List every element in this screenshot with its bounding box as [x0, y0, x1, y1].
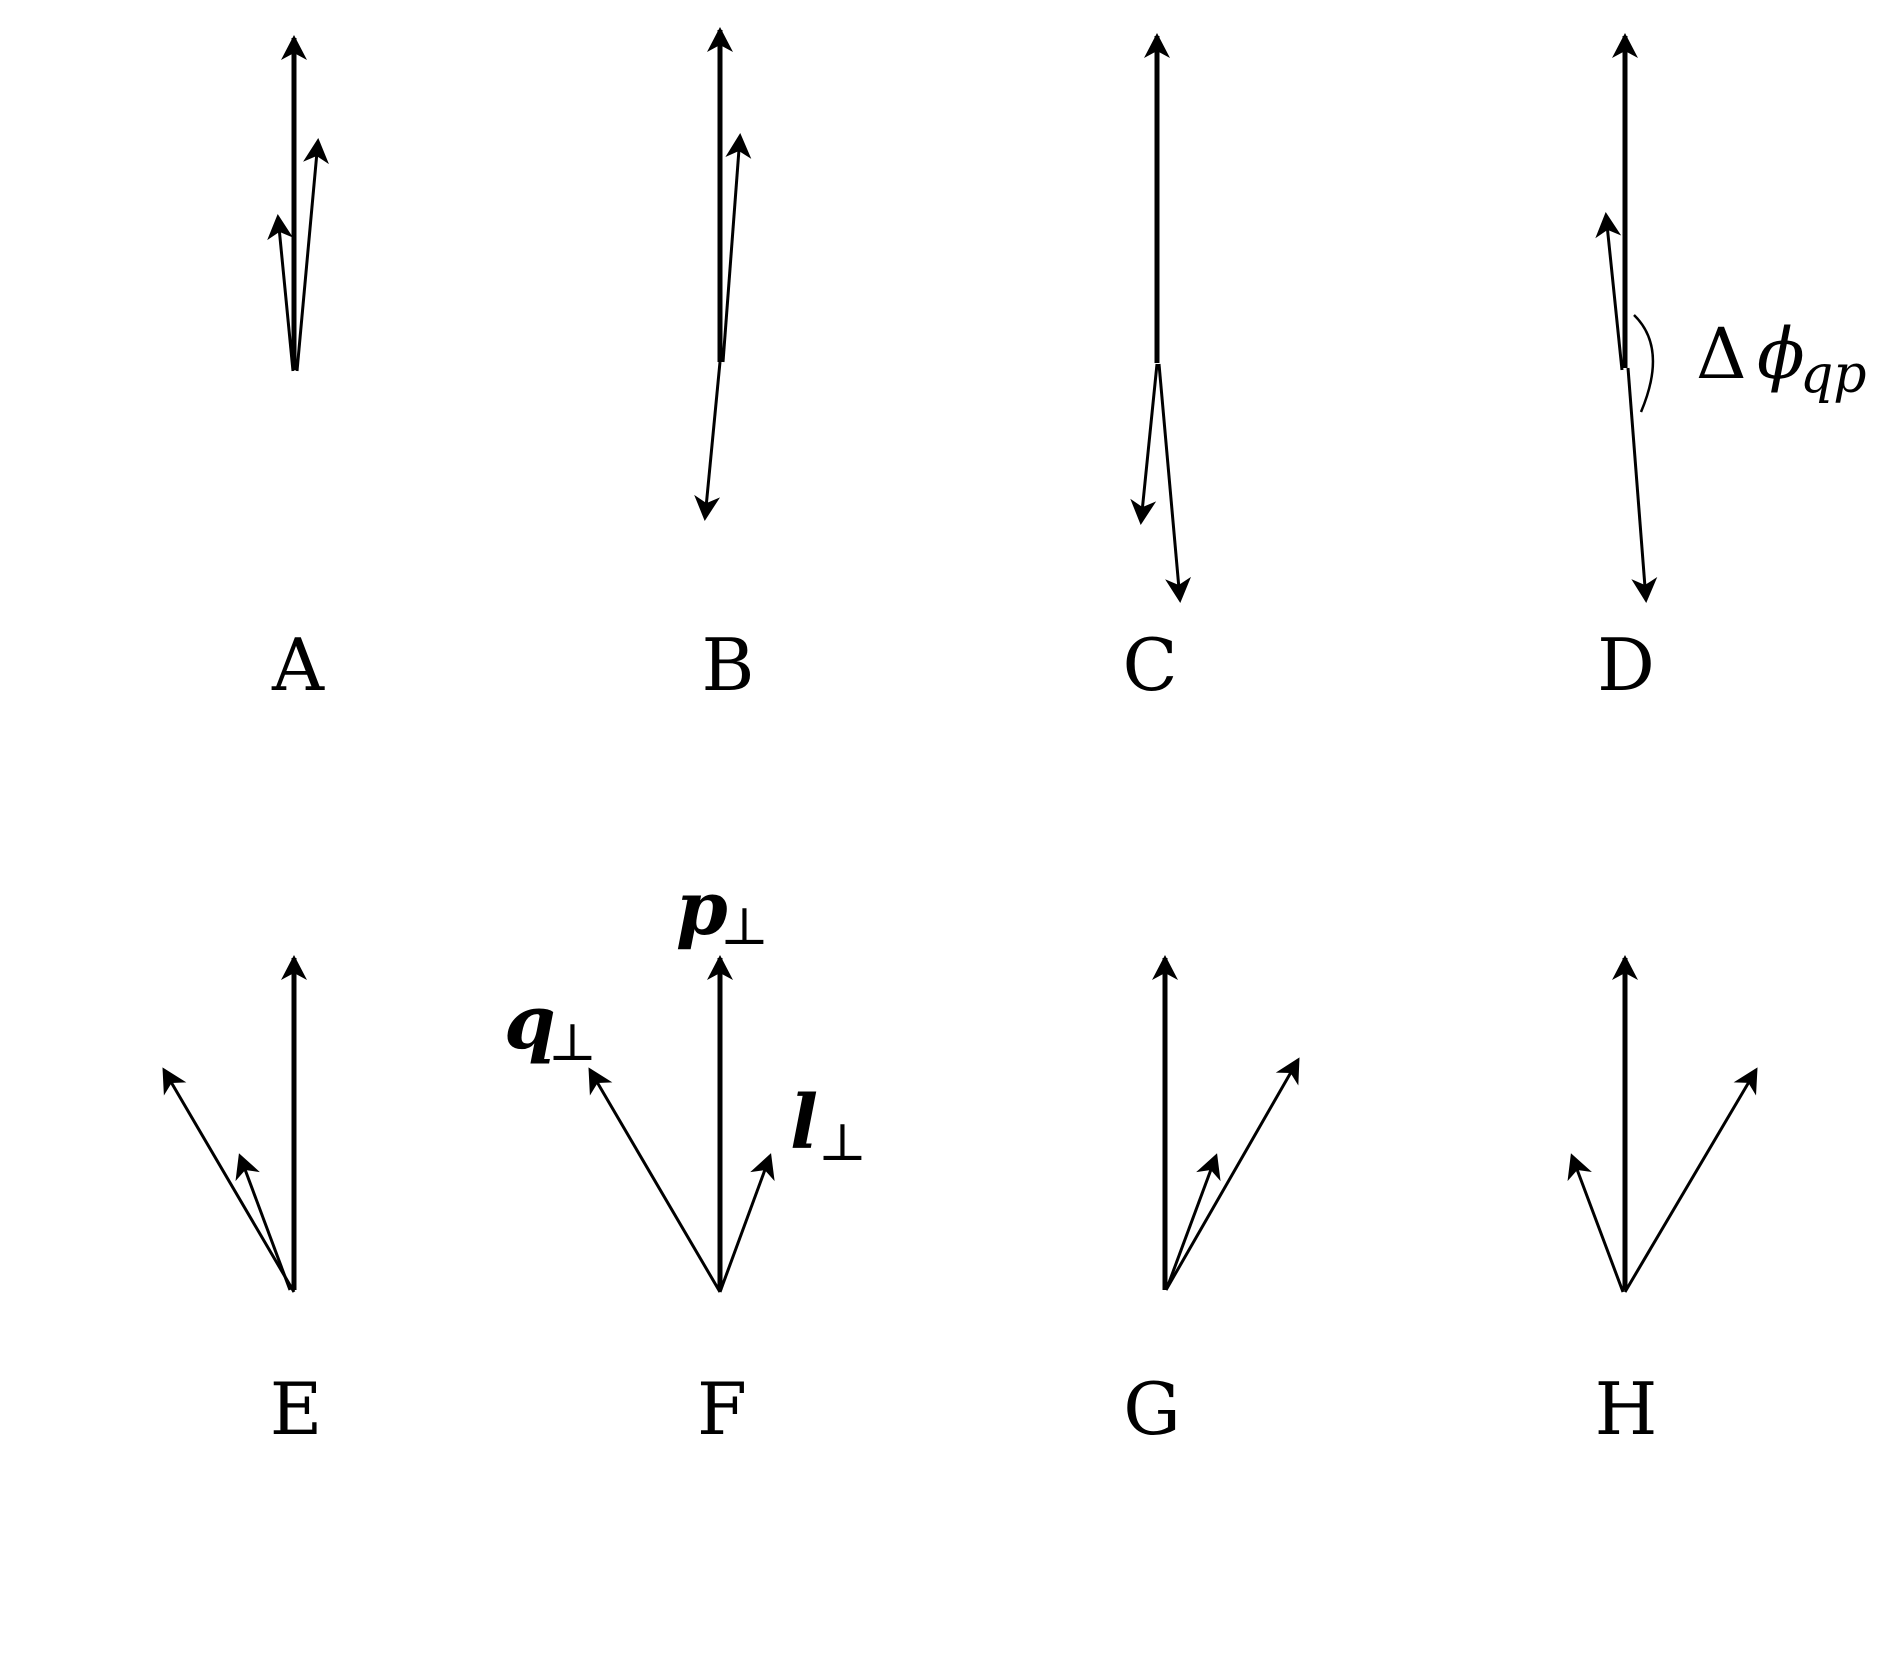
panel-label-d: D — [1597, 623, 1655, 707]
panel-g: G — [1123, 955, 1300, 1451]
p-perp-label: p ⊥ — [676, 866, 769, 957]
panel-label-h: H — [1595, 1367, 1658, 1451]
panel-label-f: F — [697, 1367, 747, 1451]
phi-symbol: ϕ — [1757, 313, 1805, 395]
q-symbol: q — [504, 980, 556, 1066]
l-vector-g — [1165, 1153, 1221, 1289]
q-vector-c — [1130, 363, 1159, 525]
angle-subscript: qp — [1800, 345, 1867, 405]
l-vector-d — [1626, 367, 1658, 603]
angle-arc-d — [1633, 314, 1655, 413]
q-vector-b — [694, 361, 722, 521]
panel-f: F p ⊥ q ⊥ l ⊥ — [504, 866, 867, 1451]
panel-a: A — [267, 35, 329, 707]
l-symbol: l — [790, 1080, 818, 1166]
panel-label-b: B — [702, 623, 755, 707]
l-vector-h — [1567, 1153, 1625, 1293]
panel-label-e: E — [270, 1367, 323, 1451]
l-vector-a — [295, 138, 329, 372]
q-vector-h — [1623, 1067, 1758, 1293]
l-vector-b — [721, 133, 752, 363]
q-vector-a — [267, 214, 295, 372]
l-vector-e — [235, 1153, 292, 1291]
panel-c: C — [1122, 33, 1191, 707]
p-symbol: p — [676, 866, 728, 952]
q-subscript: ⊥ — [548, 1013, 597, 1073]
l-vector-c — [1157, 363, 1191, 603]
panel-e: E — [162, 955, 323, 1451]
q-vector-d — [1595, 212, 1624, 371]
panel-b: B — [694, 27, 755, 707]
l-vector-f — [718, 1153, 775, 1293]
delta-symbol: Δ — [1696, 313, 1747, 395]
angle-label-d: Δ ϕ qp — [1696, 313, 1867, 405]
panel-label-a: A — [271, 623, 325, 707]
panel-d: D Δ ϕ qp — [1595, 33, 1867, 707]
l-subscript: ⊥ — [818, 1113, 867, 1173]
l-perp-label: l ⊥ — [790, 1080, 867, 1173]
panel-label-g: G — [1123, 1367, 1181, 1451]
q-vector-f — [588, 1067, 722, 1293]
panel-label-c: C — [1122, 623, 1177, 707]
q-vector-g — [1164, 1057, 1300, 1291]
panel-h: H — [1567, 955, 1758, 1451]
q-perp-label: q ⊥ — [504, 980, 597, 1073]
p-subscript: ⊥ — [720, 897, 769, 957]
q-vector-e — [162, 1067, 296, 1293]
